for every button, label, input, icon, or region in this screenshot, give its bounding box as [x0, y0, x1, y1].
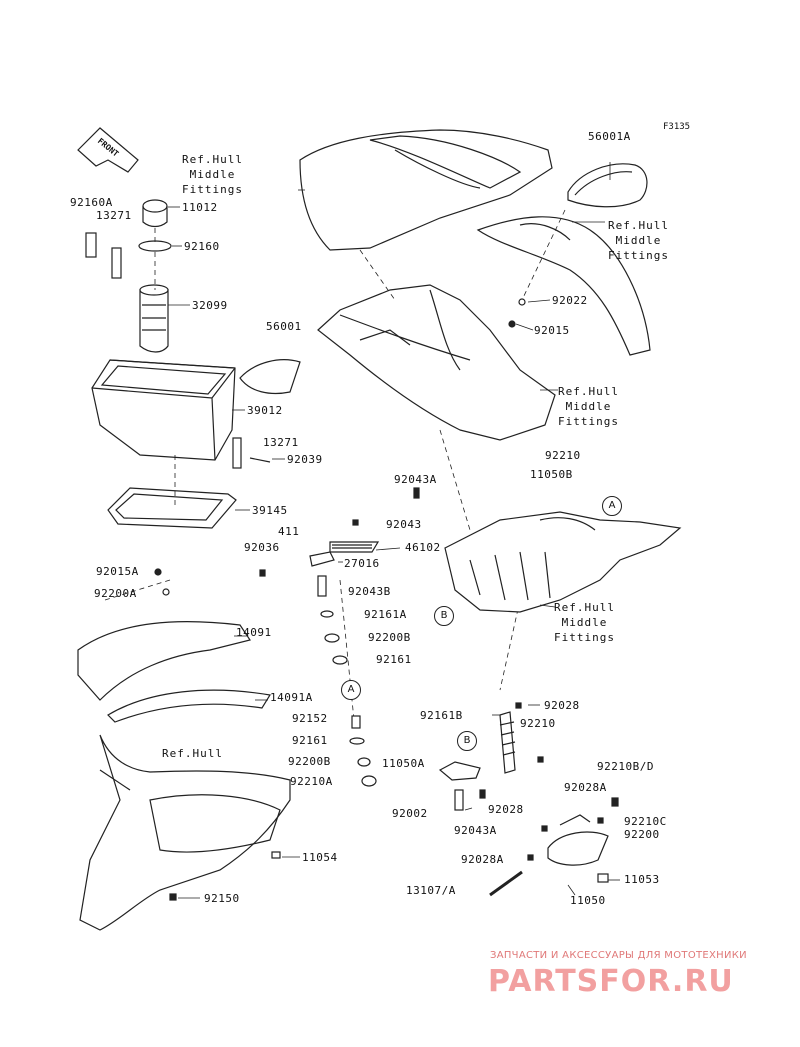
part-label-13271: 13271 — [96, 209, 132, 222]
part-label-92160: 92160 — [184, 240, 220, 253]
hood-cover-part — [299, 129, 553, 251]
part-label-92210C: 92210C — [624, 815, 667, 828]
part-label-11054: 11054 — [302, 851, 338, 864]
strap-13271-part — [85, 232, 122, 279]
part-label-92043B: 92043B — [348, 585, 391, 598]
right-side-panel-part — [476, 216, 651, 356]
guide-lines — [104, 209, 566, 731]
small-fasteners — [154, 298, 619, 901]
part-label-92161b: 92161 — [292, 734, 328, 747]
part-label-13271b: 13271 — [263, 436, 299, 449]
part-label-92200B: 92200B — [368, 631, 411, 644]
part-label-92152: 92152 — [292, 712, 328, 725]
part-label-92160A: 92160A — [70, 196, 113, 209]
part-label-92022: 92022 — [552, 294, 588, 307]
ref-hull-middle-fittings-4: Ref.Hull Middle Fittings — [554, 601, 615, 644]
part-label-13107A: 13107/A — [406, 884, 456, 897]
middle-body-part — [317, 284, 556, 441]
ref-hull-middle-fittings-1: Ref.Hull Middle Fittings — [182, 153, 243, 196]
watermark-tagline: ЗАПЧАСТИ И АКСЕССУАРЫ ДЛЯ МОТОТЕХНИКИ — [490, 950, 747, 961]
part-label-92210A: 92210A — [290, 775, 333, 788]
bolt-13107-part — [489, 870, 523, 897]
fastener-stack-part — [317, 575, 377, 787]
part-label-92039: 92039 — [287, 453, 323, 466]
part-label-11053: 11053 — [624, 873, 660, 886]
cover-56001-part — [239, 359, 301, 395]
callout-a-top: A — [602, 496, 622, 516]
part-label-92028A-2: 92028A — [461, 853, 504, 866]
part-label-92028A-1: 92028A — [564, 781, 607, 794]
part-label-14091A: 14091A — [270, 691, 313, 704]
callout-b-left: B — [434, 606, 454, 626]
part-label-92043A-bot: 92043A — [454, 824, 497, 837]
hatch-14091-part — [77, 621, 251, 701]
part-label-92028b: 92028 — [488, 803, 524, 816]
strap-13271b-part — [232, 437, 271, 469]
bracket-46102-part — [329, 541, 380, 553]
part-label-46102: 46102 — [405, 541, 441, 554]
callout-a-mid: A — [341, 680, 361, 700]
part-label-92200B-2: 92200B — [288, 755, 331, 768]
cover-56001A-part — [567, 163, 648, 208]
part-label-39012: 39012 — [247, 404, 283, 417]
handlebar-console-part — [444, 511, 682, 613]
throttle-lever-11050-part — [547, 814, 609, 866]
part-label-92043A-top: 92043A — [394, 473, 437, 486]
part-label-92161: 92161 — [376, 653, 412, 666]
part-label-92002: 92002 — [392, 807, 428, 820]
leader-lines — [168, 162, 620, 899]
part-label-92043: 92043 — [386, 518, 422, 531]
part-label-411: 411 — [278, 525, 300, 538]
part-label-11050A: 11050A — [382, 757, 425, 770]
part-label-92210b: 92210 — [520, 717, 556, 730]
part-label-92161B: 92161B — [420, 709, 463, 722]
part-label-92161A: 92161A — [364, 608, 407, 621]
figure-code: F3135 — [663, 122, 691, 132]
part-label-92015: 92015 — [534, 324, 570, 337]
watermark-logo: PARTSFOR.RU — [488, 964, 734, 999]
part-label-92200: 92200 — [624, 828, 660, 841]
part-label-92210: 92210 — [545, 449, 581, 462]
part-label-27016: 27016 — [344, 557, 380, 570]
front-arrow-icon — [77, 127, 139, 173]
hull-front-part — [79, 734, 291, 931]
part-label-92200A: 92200A — [94, 587, 137, 600]
storage-bin-part — [91, 359, 236, 461]
spring-lever-part — [438, 711, 516, 811]
part-label-56001A: 56001A — [588, 130, 631, 143]
part-label-92036: 92036 — [244, 541, 280, 554]
callout-b-bot: B — [457, 731, 477, 751]
trim-14091A-part — [107, 689, 271, 723]
ref-hull-middle-fittings-2: Ref.Hull Middle Fittings — [608, 219, 669, 262]
part-label-11012: 11012 — [182, 201, 218, 214]
part-label-11050: 11050 — [570, 894, 606, 907]
ref-hull: Ref.Hull — [162, 747, 223, 760]
part-label-92028: 92028 — [544, 699, 580, 712]
part-label-11050B: 11050B — [530, 468, 573, 481]
filler-cap-part — [138, 199, 172, 252]
filler-tube-part — [139, 284, 169, 353]
ref-hull-middle-fittings-3: Ref.Hull Middle Fittings — [558, 385, 619, 428]
part-label-92150: 92150 — [204, 892, 240, 905]
hinge-27016-part — [309, 551, 335, 567]
part-label-14091: 14091 — [236, 626, 272, 639]
part-label-32099: 32099 — [192, 299, 228, 312]
part-label-92015A: 92015A — [96, 565, 139, 578]
part-label-39145: 39145 — [252, 504, 288, 517]
gasket-39145-part — [107, 487, 237, 529]
part-label-56001: 56001 — [266, 320, 302, 333]
part-label-92210B-D: 92210B/D — [597, 760, 654, 773]
